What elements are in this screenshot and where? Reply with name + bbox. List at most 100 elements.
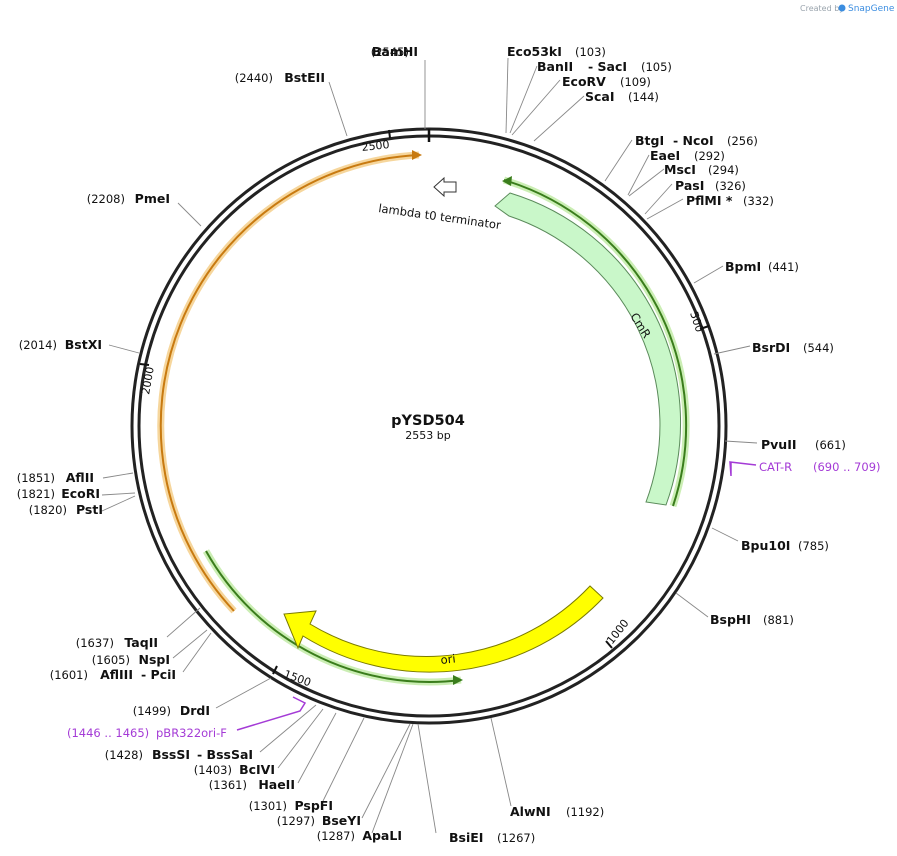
site-bsiei-name: BsiEI (449, 830, 483, 845)
site-taqii-pos: (1637) (76, 636, 114, 650)
site-pvuii-pos: (661) (815, 438, 846, 452)
site-bsssi-pos: (1428) (105, 748, 143, 762)
site-bamhi-name: BamHI (372, 44, 418, 59)
site-haeii-pos: (1361) (209, 778, 247, 792)
site-aflii-name: AflII (66, 470, 94, 485)
site-pasi-pos: (326) (715, 179, 746, 193)
site-scai-pos: (144) (628, 90, 659, 104)
site-bpu10i-pos: (785) (798, 539, 829, 553)
cat-r-range: (690 .. 709) (813, 460, 881, 474)
site-nspi-name: NspI (138, 652, 170, 667)
site-ecori-pos: (1821) (17, 487, 55, 501)
site-psti-pos: (1820) (29, 503, 67, 517)
site-saci-pos: (105) (641, 60, 672, 74)
site-ecori-name: EcoRI (61, 486, 100, 501)
site-scai-name: ScaI (585, 89, 615, 104)
site-pspfi-pos: (1301) (249, 799, 287, 813)
site-alwni-pos: (1192) (566, 805, 604, 819)
plasmid-name: pYSD504 (391, 413, 465, 429)
site-afliii-pos: (1601) (50, 668, 88, 682)
site-bsteii-pos: (2440) (235, 71, 273, 85)
cmr-feature-arrow (494, 192, 682, 506)
site-psti-name: PstI (76, 502, 103, 517)
terminator-label: lambda t0 terminator (378, 201, 502, 232)
site-drdi-pos: (1499) (133, 704, 171, 718)
site-btgi-name: BtgI (635, 133, 664, 148)
orange-strand-arrowhead-icon (412, 150, 422, 160)
site-msci-pos: (294) (708, 163, 739, 177)
site-bsssai-name: - BssSaI (197, 747, 253, 762)
site-bclvi-pos: (1403) (194, 763, 232, 777)
site-taqii-name: TaqII (124, 635, 158, 650)
site-bstxi-pos: (2014) (19, 338, 57, 352)
ori-label: ori (440, 651, 456, 666)
site-apali-pos: (1287) (317, 829, 355, 843)
site-pcii-name: - PciI (141, 667, 176, 682)
site-haeii-name: HaeII (258, 777, 295, 792)
site-eco53ki-name: Eco53kI (507, 44, 562, 59)
site-drdi-name: DrdI (180, 703, 210, 718)
site-eaei-name: EaeI (650, 148, 680, 163)
site-bpu10i-name: Bpu10I (741, 538, 790, 553)
site-bseyi-name: BseYI (322, 813, 361, 828)
orange-strand-arc (159, 154, 420, 612)
site-ncoi-name: - NcoI (673, 133, 714, 148)
tick-label-2000: 2000 (139, 366, 157, 396)
site-pmei-pos: (2208) (87, 192, 125, 206)
site-bsiei-pos: (1267) (497, 831, 535, 845)
site-bseyi-pos: (1297) (277, 814, 315, 828)
site-bsphi-pos: (881) (763, 613, 794, 627)
tick-label-1000: 1000 (604, 617, 631, 647)
site-eaei-pos: (292) (694, 149, 725, 163)
site-bsrdi-pos: (544) (803, 341, 834, 355)
orange-strand-arc-halo (157, 151, 420, 614)
site-ncoi-pos: (256) (727, 134, 758, 148)
site-banii-name: BanII (537, 59, 573, 74)
ori-feature-arrow (283, 585, 604, 673)
cat-r-name: CAT-R (759, 460, 792, 474)
site-bsssi-name: BssSI (152, 747, 190, 762)
ori-strand-arrowhead-icon (453, 675, 463, 685)
credit-brand: SnapGene (848, 4, 895, 14)
site-eco53ki-pos: (103) (575, 45, 606, 59)
site-bsrdi-name: BsrDI (752, 340, 790, 355)
cmr-strand-arrowhead-icon (502, 176, 512, 186)
site-afliii-name: AflIII (100, 667, 133, 682)
site-pvuii-name: PvuII (761, 437, 797, 452)
site-aflii-pos: (1851) (17, 471, 55, 485)
site-bclvi-name: BcIVI (239, 762, 275, 777)
ori-strand-arc (205, 550, 462, 683)
pbr322ori-f-primer-mark (236, 696, 307, 731)
site-msci-name: MscI (664, 162, 696, 177)
terminator-arrow-icon (433, 176, 457, 198)
site-bamhi-pos: (2545) (371, 45, 409, 59)
site-saci-name: - SacI (588, 59, 627, 74)
site-bsphi-name: BspHI (710, 612, 751, 627)
site-ecorv-pos: (109) (620, 75, 651, 89)
credit-prefix: Created by (800, 4, 844, 13)
snapgene-logo-icon (838, 4, 846, 12)
site-ecorv-name: EcoRV (562, 74, 606, 89)
site-bpmi-pos: (441) (768, 260, 799, 274)
site-bsteii-name: BstEII (284, 70, 325, 85)
site-pmei-name: PmeI (135, 191, 170, 206)
site-apali-name: ApaLI (362, 828, 402, 843)
site-bstxi-name: BstXI (65, 337, 102, 352)
plasmid-length: 2553 bp (405, 429, 450, 442)
pbr322ori-f-name: pBR322ori-F (156, 726, 227, 740)
cat-r-primer-mark (729, 461, 757, 477)
tick-label-2500: 2500 (361, 138, 390, 154)
site-pflmi-pos: (332) (743, 194, 774, 208)
site-pspfi-name: PspFI (294, 798, 333, 813)
site-alwni-name: AlwNI (510, 804, 551, 819)
site-pflmi-name: PflMI * (686, 193, 733, 208)
site-nspi-pos: (1605) (92, 653, 130, 667)
site-leader-lines (101, 57, 758, 834)
site-bpmi-name: BpmI (725, 259, 761, 274)
pbr322ori-f-range: (1446 .. 1465) (67, 726, 149, 740)
scale-ticks (139, 129, 710, 675)
cmr-strand-arc (503, 179, 688, 507)
site-pasi-name: PasI (675, 178, 704, 193)
tick-label-500: 500 (687, 310, 706, 334)
